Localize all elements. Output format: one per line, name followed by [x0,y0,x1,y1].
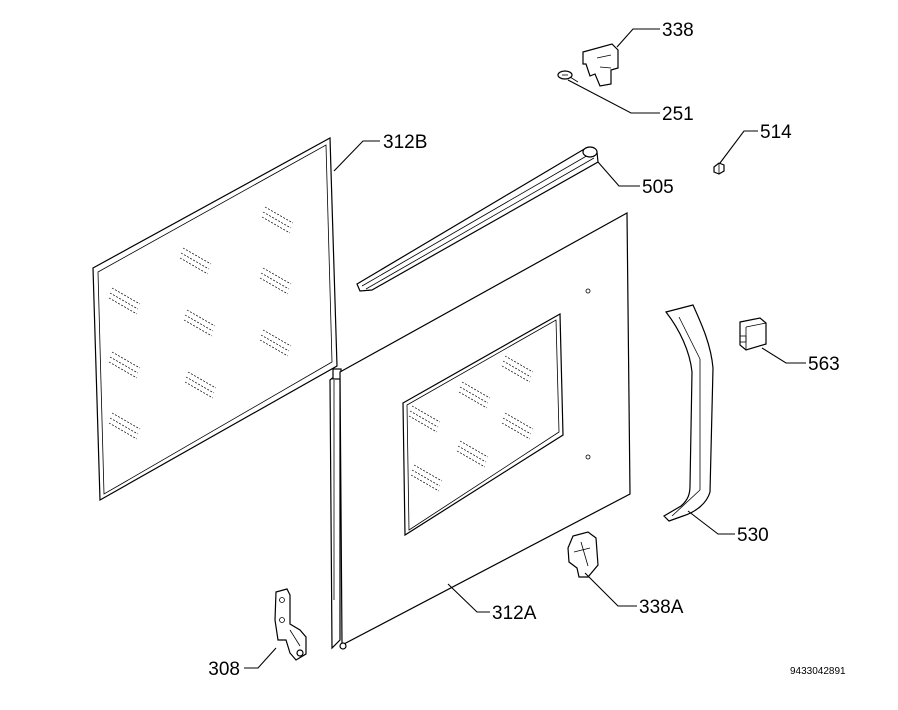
label-338A: 338A [639,597,684,618]
inner-glass-panel-312B [92,137,338,502]
outer-door-glass-312A [329,211,631,650]
label-251: 251 [662,104,694,125]
label-308: 308 [208,659,240,680]
label-514: 514 [760,122,792,143]
glass-reflection-marks [108,206,294,440]
label-505: 505 [642,177,674,198]
reference-code: 9433042891 [790,666,846,677]
part-labels: 338 251 514 312B 505 563 530 338A 312A 3… [208,20,846,680]
connector-block-563 [739,317,767,351]
label-312B: 312B [383,132,427,153]
leader-lines [244,28,806,669]
label-312A: 312A [492,603,537,624]
label-338: 338 [662,20,694,41]
fastener-514 [713,162,725,175]
top-trim-profile-505 [356,146,599,292]
door-handle-530 [663,304,714,522]
window-reflection-marks [408,355,534,492]
screw-251 [557,70,579,83]
hinge-clip-338A [567,531,599,578]
label-530: 530 [737,525,769,546]
hinge-clip-338 [582,43,619,87]
label-563: 563 [808,354,840,375]
hinge-bracket-308 [274,588,307,661]
